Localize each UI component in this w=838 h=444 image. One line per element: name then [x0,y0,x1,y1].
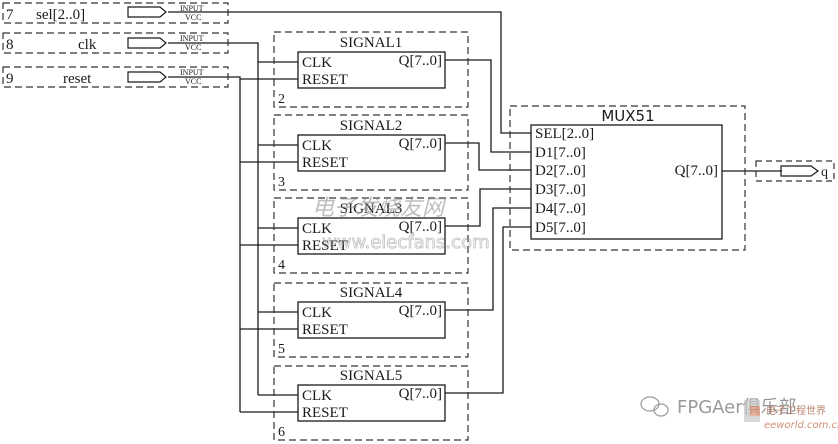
input-pin-reset[interactable]: 9 reset INPUT VCC [2,66,229,88]
wire-q5-d5 [445,226,531,394]
watermark-wechat: FPGAer俱乐部 [640,396,797,418]
block-frame [273,365,469,441]
wire-reset [168,76,241,412]
block-number: 5 [278,342,285,357]
mux-frame [509,105,746,251]
output-frame [755,160,835,182]
block-title: SIGNAL5 [340,368,403,384]
input-pin-clk[interactable]: 8 clk INPUT VCC [2,32,229,54]
port-clk: CLK [302,221,332,237]
signal-block-5[interactable]: SIGNAL5 CLK RESET Q[7..0] 6 [273,365,469,441]
port-reset: RESET [302,322,348,338]
port-clk: CLK [302,305,332,321]
pin-number: 8 [6,37,14,53]
pin-tag-vcc: VCC [185,77,201,86]
mux-port-d4: D4[7..0] [535,201,586,217]
wire-q3-d3 [445,188,531,227]
signal-block-2[interactable]: SIGNAL2 CLK RESET Q[7..0] 3 [273,114,469,191]
wechat-icon [640,396,669,417]
pin-tag-input: INPUT [180,4,204,13]
watermark-eeworld-url: eeworld.com.cn [764,420,838,431]
port-q: Q[7..0] [399,303,442,319]
mux-port-d2: D2[7..0] [535,163,586,179]
wire-q4-d4 [445,207,531,311]
port-reset: RESET [302,238,348,254]
wire-q2-d2 [445,142,531,171]
input-pins: 7 sel[2..0] INPUT VCC 8 clk INPUT VCC 9 … [2,2,229,88]
input-pin-sel[interactable]: 7 sel[2..0] INPUT VCC [2,2,229,24]
block-title: SIGNAL1 [340,35,403,51]
pin-tag-input: INPUT [180,68,204,77]
pin-tag-input: INPUT [180,34,204,43]
mux-port-q: Q[7..0] [675,163,718,179]
pin-tag-vcc: VCC [185,13,201,22]
eeworld-logo-icon [744,400,760,422]
pin-name: reset [63,71,92,87]
wires [168,11,782,413]
block-frame [273,197,469,274]
block-title: SIGNAL4 [340,285,403,301]
pin-tag-vcc: VCC [185,43,201,52]
wire-sel [168,11,531,134]
port-q: Q[7..0] [399,219,442,235]
output-name: q [821,165,828,180]
block-title: SIGNAL3 [340,201,403,217]
port-clk: CLK [302,138,332,154]
port-clk: CLK [302,55,332,71]
pin-name: sel[2..0] [36,7,85,23]
input-arrow-icon [127,6,167,18]
pin-number: 9 [6,71,14,87]
block-frame [273,31,469,108]
block-body [297,384,446,422]
block-frame [273,114,469,191]
watermark-wechat-text: FPGAer俱乐部 [677,397,797,418]
watermark-elecfans-cn: 电子发烧友网 [312,196,447,221]
block-frame [273,282,469,358]
mux-port-d5: D5[7..0] [535,220,586,236]
port-q: Q[7..0] [399,53,442,69]
wire-q1-d1 [445,59,531,153]
port-q: Q[7..0] [399,136,442,152]
port-reset: RESET [302,155,348,171]
port-clk: CLK [302,388,332,404]
signal-block-4[interactable]: SIGNAL4 CLK RESET Q[7..0] 5 [273,282,469,358]
watermark-elecfans: 电子发烧友网 www.elecfans.com [312,196,490,253]
mux-block[interactable]: MUX51 SEL[2..0] D1[7..0] D2[7..0] D3[7..… [509,105,746,251]
block-body [297,51,446,89]
block-title: SIGNAL2 [340,118,403,134]
mux-body [530,124,723,240]
output-pin-q[interactable]: q [755,160,835,182]
pin-name: clk [78,37,97,53]
wire-clk [168,42,259,395]
output-arrow-icon [780,165,820,177]
watermark-eeworld: 电子工程世界 eeworld.com.cn [744,400,838,431]
input-arrow-icon [127,71,167,83]
signal-block-1[interactable]: SIGNAL1 CLK RESET Q[7..0] 2 [273,31,469,108]
block-number: 6 [278,425,285,440]
mux-port-d3: D3[7..0] [535,182,586,198]
watermark-eeworld-cn: 电子工程世界 [766,404,826,417]
port-reset: RESET [302,405,348,421]
watermark-elecfans-url: www.elecfans.com [322,232,490,253]
block-number: 3 [278,175,285,190]
port-reset: RESET [302,72,348,88]
signal-block-3[interactable]: SIGNAL3 CLK RESET Q[7..0] 4 [273,197,469,274]
mux-title: MUX51 [601,107,654,125]
port-q: Q[7..0] [399,386,442,402]
pin-number: 7 [6,7,14,23]
block-body [297,217,446,255]
block-number: 2 [278,92,285,107]
block-body [297,301,446,339]
block-number: 4 [278,258,285,273]
mux-port-sel: SEL[2..0] [535,126,594,142]
block-body [297,134,446,172]
mux-port-d1: D1[7..0] [535,145,586,161]
input-arrow-icon [127,37,167,49]
